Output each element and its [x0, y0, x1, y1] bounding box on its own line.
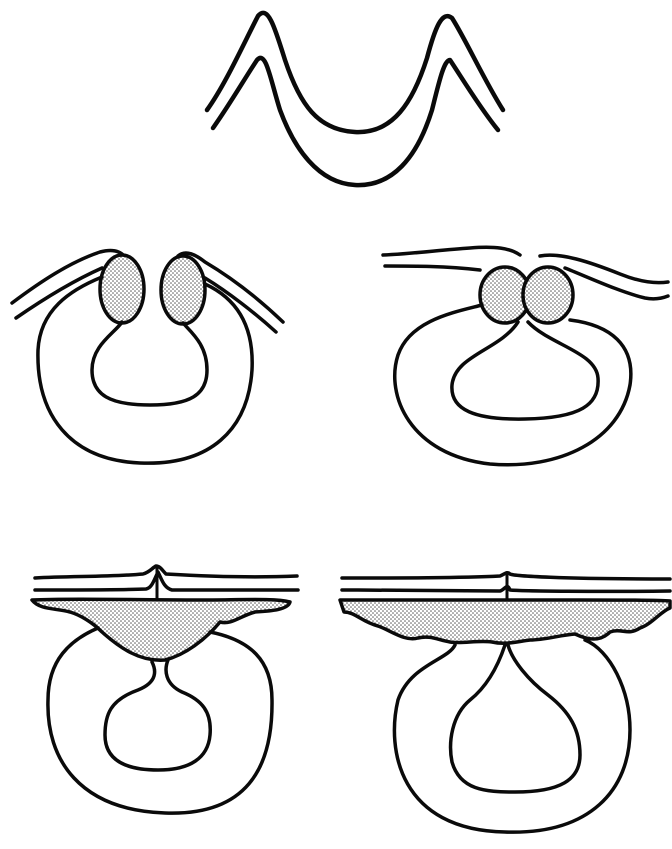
left-surface-ectoderm-inner: [16, 268, 102, 318]
neural-tube-lumen: [105, 660, 210, 770]
tube-outer-wall: [394, 640, 630, 832]
panel-tube-closing: [32, 566, 298, 813]
neural-fold-lumen: [92, 322, 207, 405]
overlying-ectoderm-top: [35, 566, 297, 578]
panel-folds-approaching: [12, 251, 283, 464]
tube-lumen: [451, 645, 580, 792]
closing-tube-lumen: [452, 322, 598, 419]
panel-folds-meeting: [383, 247, 668, 464]
left-ectoderm-outer: [383, 247, 520, 255]
panel-tube-closed: [340, 573, 670, 832]
right-neural-crest: [523, 267, 573, 323]
left-ectoderm-inner: [385, 266, 480, 270]
groove-inner-surface: [213, 58, 498, 185]
right-neural-crest: [161, 256, 205, 324]
left-neural-crest: [100, 255, 144, 323]
neural-fold-outer-wall: [38, 277, 252, 463]
panel-neural-groove: [207, 13, 503, 185]
neural-crest-layer: [340, 600, 670, 643]
